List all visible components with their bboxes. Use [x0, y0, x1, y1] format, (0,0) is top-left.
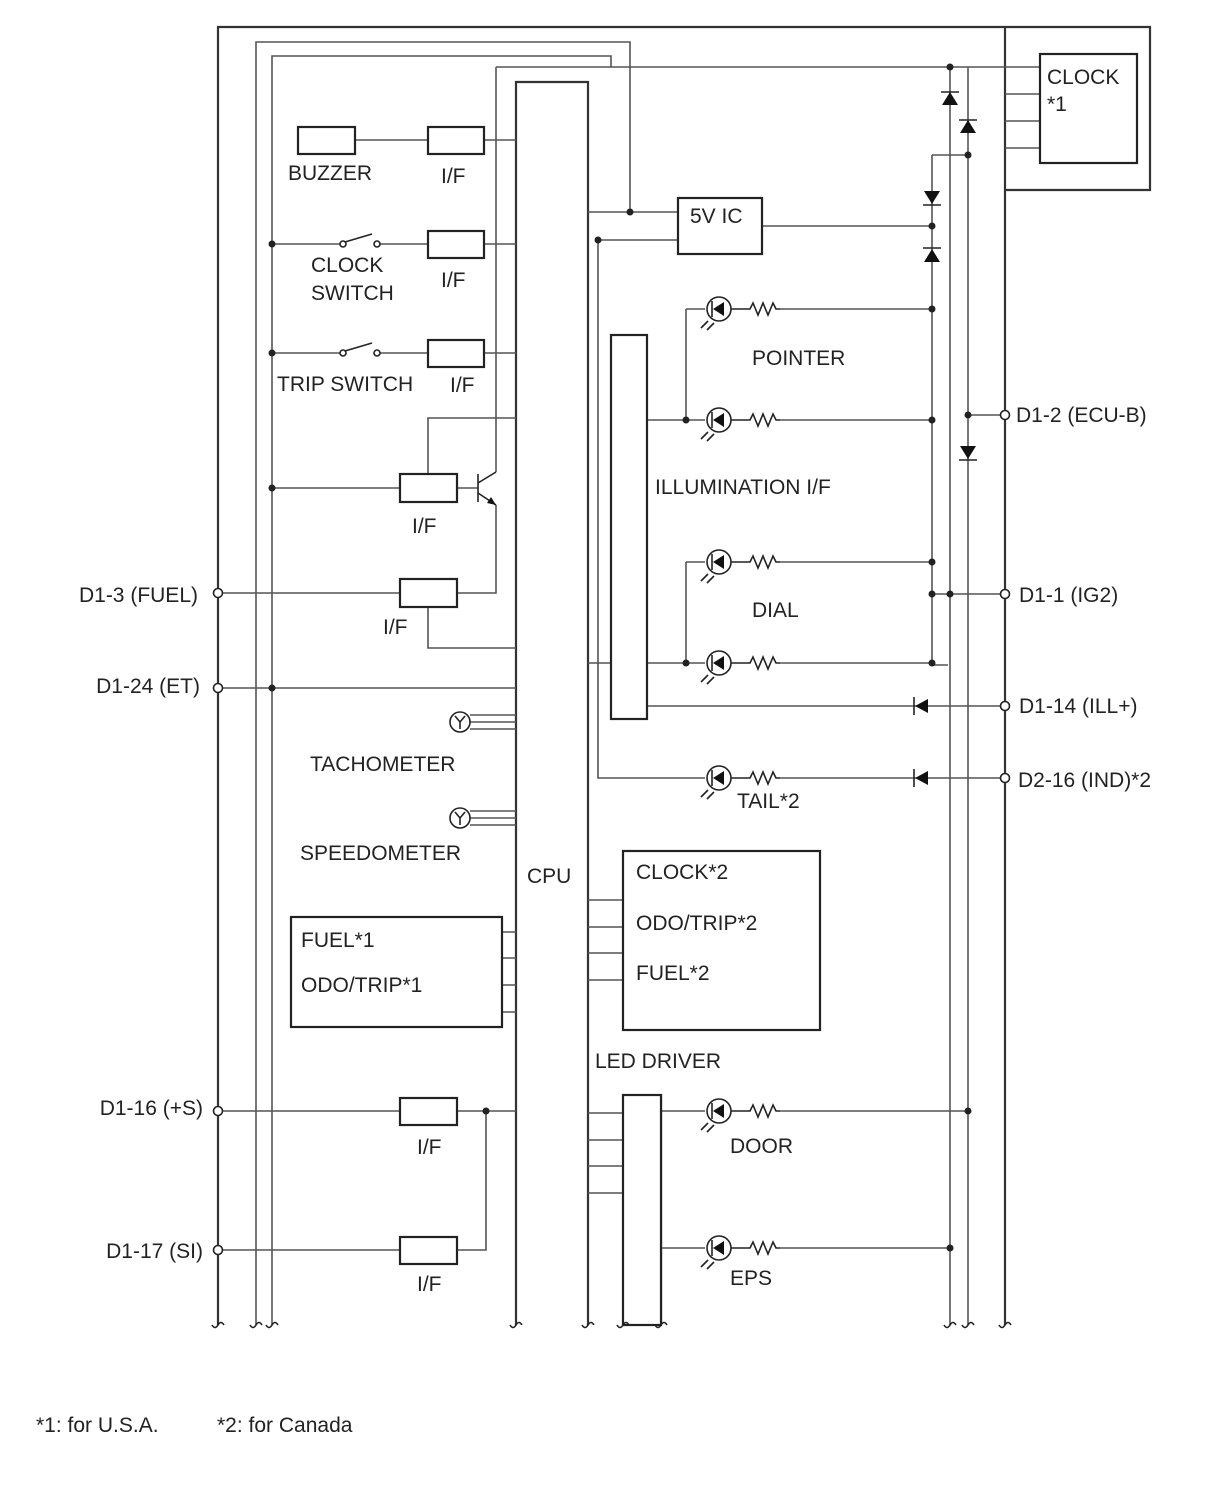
led-driver-box — [621, 1093, 663, 1327]
fuel-1-label: FUEL*1 — [301, 929, 375, 952]
footnote-2: *2: for Canada — [217, 1414, 353, 1437]
pointer-led-icon — [700, 407, 780, 442]
clock-2-label: CLOCK*2 — [636, 861, 728, 884]
footnote-1: *1: for U.S.A. — [36, 1414, 159, 1437]
odo-trip-2-label: ODO/TRIP*2 — [636, 912, 757, 935]
footnotes: *1: for U.S.A. *2: for Canada — [36, 1414, 353, 1437]
diode-icon — [959, 119, 977, 133]
diode-icon — [913, 769, 928, 787]
dial-led-icon — [700, 650, 780, 685]
door-led-icon — [700, 1098, 780, 1133]
continuation-marks — [211, 1321, 1012, 1329]
clock-odo-fuel-2-box — [621, 849, 822, 1032]
terminal-ecu-b-label: D1-2 (ECU-B) — [1016, 404, 1147, 427]
buzzer-box — [296, 125, 357, 156]
si-if-label: I/F — [417, 1273, 442, 1296]
illumination-if-label: ILLUMINATION I/F — [655, 476, 831, 499]
plus-s-if-label: I/F — [417, 1136, 442, 1159]
plus-s-if-box — [398, 1096, 459, 1127]
tachometer-label: TACHOMETER — [310, 753, 455, 776]
speedometer-label: SPEEDOMETER — [300, 842, 461, 865]
terminal-ill-plus-label: D1-14 (ILL+) — [1019, 695, 1137, 718]
tachometer-gauge-icon — [449, 711, 471, 733]
speedometer-gauge-icon — [449, 807, 471, 829]
switches — [339, 233, 381, 357]
clock-1-box — [1038, 52, 1139, 165]
terminal-labels: D1-3 (FUEL) D1-24 (ET) D1-16 (+S) D1-17 … — [79, 404, 1151, 1263]
terminal-plus-s-label: D1-16 (+S) — [100, 1097, 203, 1120]
illumination-if-box — [609, 333, 649, 721]
terminal-ind-2-label: D2-16 (IND)*2 — [1018, 769, 1151, 792]
odo-trip-1-label: ODO/TRIP*1 — [301, 974, 422, 997]
five-v-ic-label: 5V IC — [690, 205, 743, 228]
diode-icon — [923, 191, 941, 206]
door-label: DOOR — [730, 1135, 793, 1158]
diode-icon — [941, 91, 959, 105]
clock-switch-if-label: I/F — [441, 269, 466, 292]
diodes — [913, 91, 977, 787]
pointer-label: POINTER — [752, 347, 845, 370]
clock-switch-icon — [339, 233, 381, 248]
eps-label: EPS — [730, 1267, 772, 1290]
eps-led-icon — [700, 1235, 780, 1270]
clock-1-label-line1: CLOCK — [1047, 66, 1119, 89]
buzzer-label: BUZZER — [288, 162, 372, 185]
tail-2-label: TAIL*2 — [737, 790, 800, 813]
terminal-ig2-label: D1-1 (IG2) — [1019, 584, 1118, 607]
terminal-fuel-label: D1-3 (FUEL) — [79, 584, 198, 607]
pointer-led-icon — [700, 296, 780, 331]
five-v-ic-box — [676, 196, 764, 256]
buzzer-if-box — [426, 125, 486, 156]
tail-led-icon — [700, 765, 780, 800]
si-if-box — [398, 1235, 459, 1266]
trip-switch-label: TRIP SWITCH — [277, 373, 413, 396]
junction-dots — [268, 63, 972, 1252]
cpu-label: CPU — [527, 865, 571, 888]
led-indicators — [700, 296, 780, 1270]
terminal-si-label: D1-17 (SI) — [106, 1240, 203, 1263]
dial-led-icon — [700, 549, 780, 584]
transistor-icon — [477, 471, 497, 506]
fuel-if-label: I/F — [383, 616, 408, 639]
fuel-odo-trip-1-box — [289, 915, 504, 1029]
labels: BUZZER I/F CLOCK SWITCH I/F TRIP SWITCH … — [277, 66, 1119, 1296]
clock-switch-label-line2: SWITCH — [311, 282, 394, 305]
transistor-if-box — [398, 472, 459, 504]
led-driver-label: LED DRIVER — [595, 1050, 721, 1073]
diode-icon — [959, 446, 977, 461]
clock-switch-label-line1: CLOCK — [311, 254, 383, 277]
fuel-2-label: FUEL*2 — [636, 962, 710, 985]
clock-switch-if-box — [426, 229, 486, 260]
terminal-circles — [212, 409, 1011, 1256]
buzzer-if-label: I/F — [441, 165, 466, 188]
transistor-if-label: I/F — [412, 515, 437, 538]
clock-1-label-line2: *1 — [1047, 93, 1067, 116]
dial-label: DIAL — [752, 599, 799, 622]
trip-switch-if-label: I/F — [450, 374, 475, 397]
trip-switch-icon — [339, 342, 381, 357]
diode-icon — [923, 247, 941, 262]
fuel-if-box — [398, 577, 459, 609]
component-boxes — [289, 52, 1139, 1327]
trip-switch-if-box — [426, 338, 486, 369]
terminal-et-label: D1-24 (ET) — [96, 675, 200, 698]
diode-icon — [913, 697, 928, 715]
